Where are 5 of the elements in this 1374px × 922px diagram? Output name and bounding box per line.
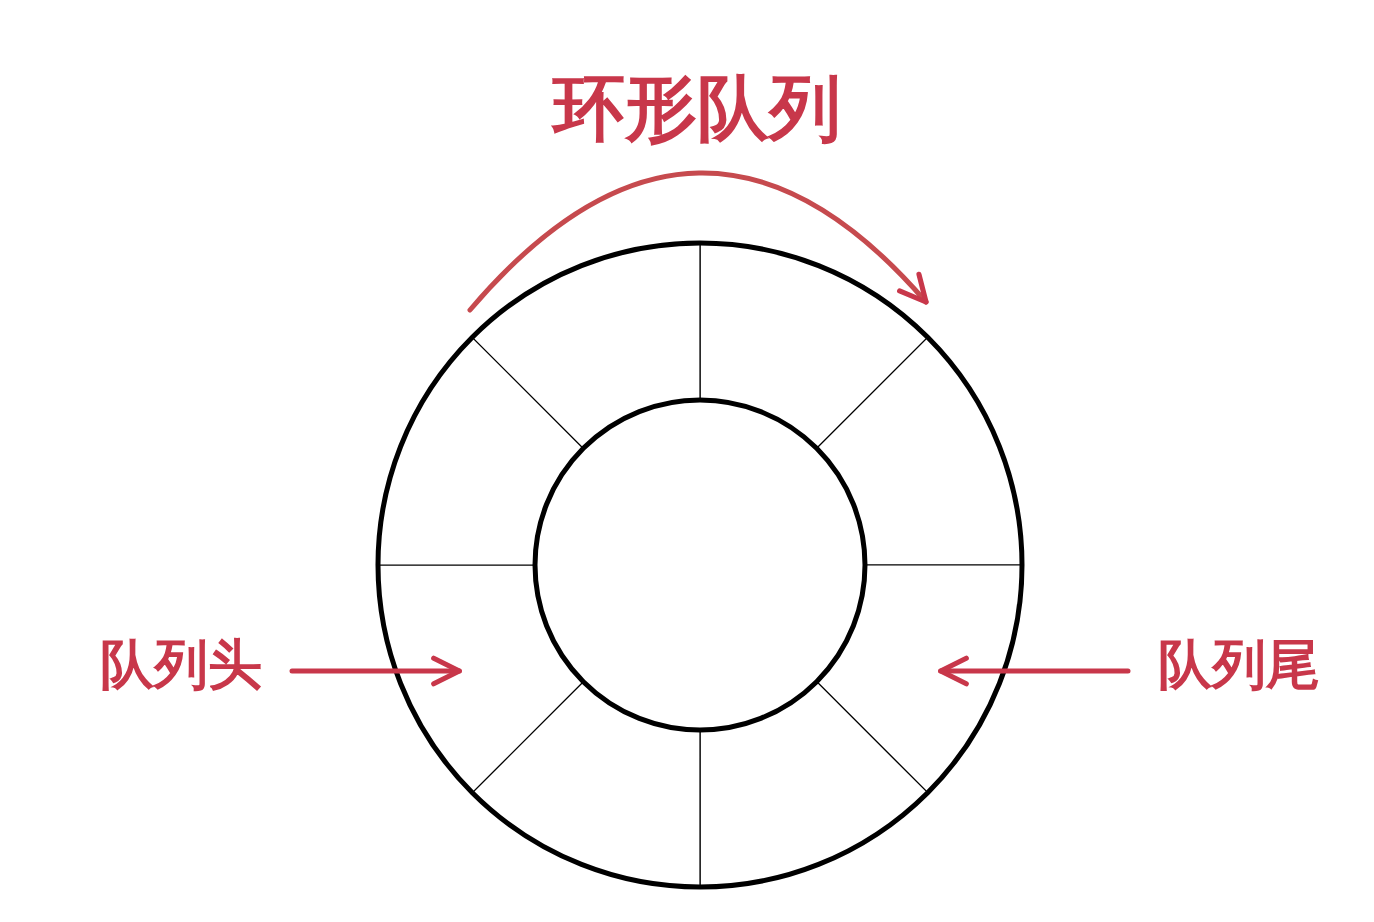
arrow (938, 655, 1131, 687)
title: 环形队列 (550, 72, 842, 144)
arrow (289, 655, 462, 687)
queue-label: 队列尾 (1158, 638, 1320, 692)
queue-label: 队列头 (100, 638, 262, 692)
